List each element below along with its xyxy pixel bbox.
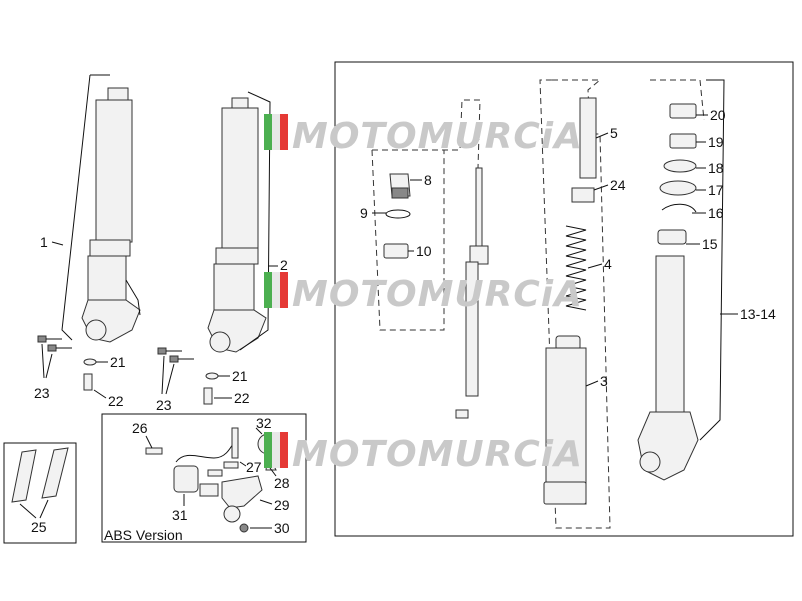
label-4: 4 (604, 256, 612, 272)
label-25: 25 (31, 519, 47, 535)
part-13-14-outer-slider (637, 255, 699, 481)
label-29: 29 (274, 497, 290, 513)
label-15: 15 (702, 236, 718, 252)
bracket-13-14 (699, 79, 725, 441)
label-23-middle: 23 (156, 397, 172, 413)
part-17 (659, 180, 697, 196)
part-4-spring (565, 225, 587, 311)
label-17: 17 (708, 182, 724, 198)
label-24: 24 (610, 177, 626, 193)
label-28: 28 (274, 475, 290, 491)
watermark-top: MOTOMURCiA (264, 114, 583, 157)
label-18: 18 (708, 160, 724, 176)
label-22-left: 22 (108, 393, 124, 409)
dashed-outline-outer (650, 79, 705, 121)
exploded-box (334, 61, 794, 537)
part-15 (657, 229, 687, 245)
dashed-outline-stanchion (539, 79, 611, 529)
fork-leg-2 (207, 97, 267, 353)
label-2: 2 (280, 257, 288, 273)
part-24 (571, 187, 595, 203)
part-10 (383, 243, 409, 259)
label-13-14: 13-14 (740, 306, 776, 322)
bracket-2 (239, 91, 271, 351)
label-31: 31 (172, 507, 188, 523)
svg-text:MOTOMURCiA: MOTOMURCiA (292, 434, 583, 475)
watermark-bottom: MOTOMURCiA (264, 432, 583, 475)
label-21-left: 21 (110, 354, 126, 370)
abs-box (101, 413, 307, 543)
cartridge-rod (455, 167, 489, 419)
label-3: 3 (600, 373, 608, 389)
box-25 (3, 442, 77, 544)
label-23-left: 23 (34, 385, 50, 401)
part-25-b (41, 447, 69, 499)
part-18 (663, 159, 697, 173)
label-19: 19 (708, 134, 724, 150)
label-30: 30 (274, 520, 290, 536)
part-9 (385, 209, 411, 219)
label-5: 5 (610, 125, 618, 141)
label-26: 26 (132, 420, 148, 436)
bolts-middle (157, 347, 219, 405)
label-8: 8 (424, 172, 432, 188)
label-21-middle: 21 (232, 368, 248, 384)
label-16: 16 (708, 205, 724, 221)
part-16 (661, 203, 697, 213)
fork-leg-1 (81, 87, 141, 343)
label-22-middle: 22 (234, 390, 250, 406)
abs-parts (145, 427, 279, 533)
label-9: 9 (360, 205, 368, 221)
label-32: 32 (256, 415, 272, 431)
bolts-left (37, 335, 97, 391)
label-20: 20 (710, 107, 726, 123)
svg-text:MOTOMURCiA: MOTOMURCiA (292, 116, 583, 157)
part-25-a (11, 449, 37, 503)
part-20 (669, 103, 697, 119)
label-27: 27 (246, 459, 262, 475)
dashed-outline-cartridge (371, 99, 481, 331)
abs-caption: ABS Version (104, 527, 183, 543)
watermark-middle: MOTOMURCiA (264, 272, 583, 315)
part-3 (545, 347, 587, 505)
label-10: 10 (416, 243, 432, 259)
part-19 (669, 133, 697, 149)
svg-text:MOTOMURCiA: MOTOMURCiA (292, 274, 583, 315)
bracket-1 (61, 74, 110, 341)
label-1: 1 (40, 234, 48, 250)
